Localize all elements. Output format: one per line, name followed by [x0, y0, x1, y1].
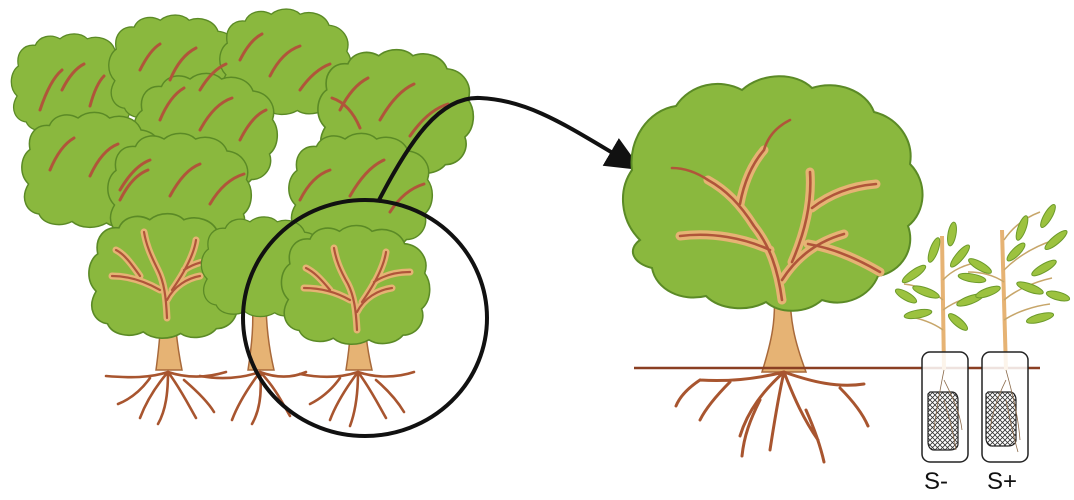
label-s-minus: S-	[924, 468, 948, 496]
seedling-s-minus	[894, 221, 987, 462]
forest-tree-front-right	[281, 225, 429, 426]
forest-cluster-icon	[11, 9, 487, 436]
single-tree-icon	[623, 76, 923, 372]
tree-roots	[676, 372, 868, 462]
seedling-s-plus	[967, 203, 1071, 462]
label-s-plus: S+	[987, 468, 1017, 496]
